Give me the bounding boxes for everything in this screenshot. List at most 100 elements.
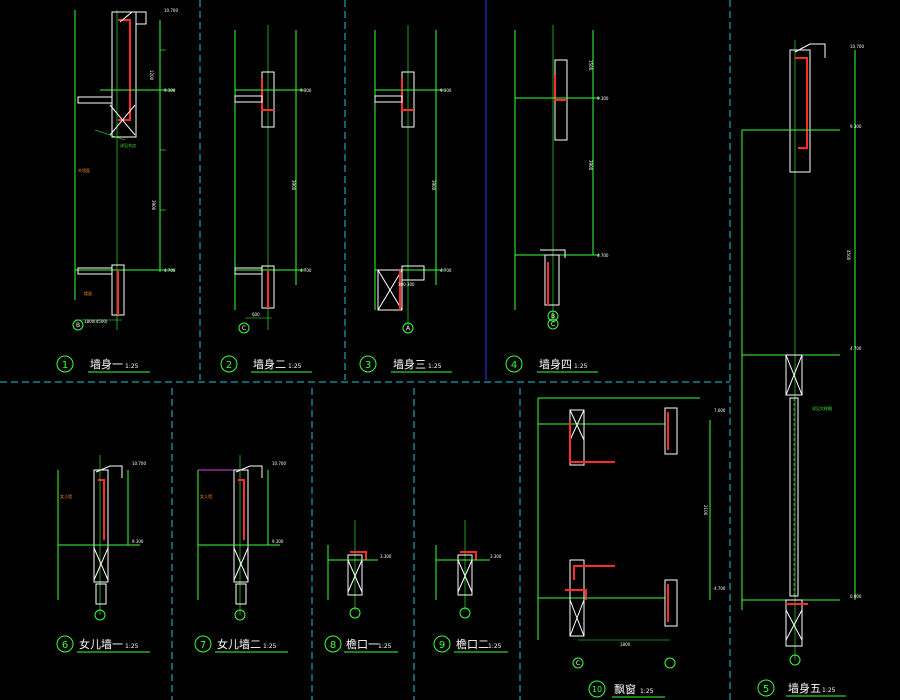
detail-2-scale: 1:25 <box>288 363 302 370</box>
detail-2-dim-side: 3900 <box>291 180 296 191</box>
detail-title-8: 8 檐口一 1:25 <box>324 635 398 653</box>
detail-7-grid-bubble <box>234 609 246 621</box>
detail-6-title: 女儿墙一 <box>79 637 123 651</box>
detail-6-elevation-bottom: 9.300 <box>132 539 144 544</box>
detail-1-dim-base: 1800(4500) <box>84 319 108 324</box>
detail-9-title: 檐口二 <box>456 637 489 651</box>
detail-4-scale: 1:25 <box>574 363 588 370</box>
detail-6-number: 6 <box>62 640 68 651</box>
detail-title-5: 5 墙身五 1:25 <box>757 679 846 697</box>
detail-4-dim-mid: 1500 <box>588 60 593 71</box>
detail-5-scale: 1:25 <box>822 687 836 694</box>
detail-5-elevation-b: 9.300 <box>850 124 862 129</box>
detail-1-dim-mid: 3900 <box>151 200 156 211</box>
detail-2-drawing <box>234 25 305 330</box>
detail-5-dim-side: 4500 <box>846 250 851 261</box>
detail-8-drawing <box>327 520 378 610</box>
detail-3-dim-base: 300 300 <box>398 282 415 287</box>
detail-title-4: 4 墙身四 1:25 <box>505 355 598 373</box>
detail-2-title: 墙身二 <box>253 357 286 371</box>
detail-1-grid-label: B <box>76 322 80 329</box>
detail-title-9: 9 檐口二 1:25 <box>433 635 508 653</box>
detail-5-elevation-d: 0.000 <box>850 594 862 599</box>
detail-2-elevation-bottom: 4.700 <box>300 268 312 273</box>
detail-7-note: 女儿墙 <box>200 493 212 499</box>
detail-title-10: 10 飘窗 1:25 <box>588 680 665 698</box>
detail-1-wall-note: 外墙面 <box>78 167 90 173</box>
detail-3-elevation-mid: 9.300 <box>440 88 452 93</box>
detail-10-grid-bubble: C <box>572 657 676 669</box>
detail-4-dim-side: 3900 <box>588 160 593 171</box>
detail-1-dim-side: 1200 <box>149 70 154 81</box>
detail-6-elevation-top: 10.700 <box>132 461 146 466</box>
detail-1-elevation-bottom: 4.700 <box>164 268 176 273</box>
detail-9-number: 9 <box>439 640 445 651</box>
detail-2-grid-label: C <box>242 325 246 332</box>
detail-title-6: 6 女儿墙一 1:25 <box>56 635 150 653</box>
detail-1-elevation-top: 10.700 <box>164 8 178 13</box>
detail-7-number: 7 <box>200 640 206 651</box>
detail-7-scale: 1:25 <box>263 643 277 650</box>
detail-7-elevation-top: 10.700 <box>272 461 286 466</box>
detail-6-note: 女儿墙 <box>60 493 72 499</box>
detail-7-title: 女儿墙二 <box>217 637 261 651</box>
detail-4-elevation-mid: 9.300 <box>597 96 609 101</box>
detail-4-title: 墙身四 <box>539 357 572 371</box>
detail-10-scale: 1:25 <box>640 688 654 695</box>
detail-1-number: 1 <box>62 360 68 371</box>
detail-2-number: 2 <box>226 360 232 371</box>
detail-1-floor-note: 楼面 <box>84 290 92 296</box>
detail-3-dim-side: 3900 <box>431 180 436 191</box>
sheet-separators <box>0 0 731 700</box>
detail-8-number: 8 <box>330 640 336 651</box>
detail-5-elevation-a: 10.700 <box>850 44 864 49</box>
detail-5-grid-bubble <box>789 654 801 666</box>
detail-4-grid-bubble: B C <box>547 310 559 330</box>
detail-4-number: 4 <box>511 360 517 371</box>
detail-5-title: 墙身五 <box>788 681 821 695</box>
detail-10-title: 飘窗 <box>614 682 636 696</box>
detail-6-grid-bubble <box>94 609 106 621</box>
detail-5-elevation-c: 4.700 <box>850 346 862 351</box>
detail-1-scale: 1:25 <box>125 363 139 370</box>
detail-1-note: 详见节点 <box>120 142 136 148</box>
detail-6-scale: 1:25 <box>125 643 139 650</box>
detail-5-note: 详见大样图 <box>812 405 832 411</box>
detail-title-3: 3 墙身三 1:25 <box>359 355 452 373</box>
detail-5-number: 5 <box>763 684 769 695</box>
detail-10-drawing <box>537 397 711 641</box>
detail-7-elevation-bottom: 9.300 <box>272 539 284 544</box>
detail-6-drawing <box>57 455 140 615</box>
detail-10-grid-label: C <box>576 660 580 667</box>
detail-title-2: 2 墙身二 1:25 <box>220 355 312 373</box>
detail-10-elevation-a: 7.600 <box>714 408 726 413</box>
detail-1-drawing <box>74 10 175 330</box>
detail-title-1: 1 墙身一 1:25 <box>56 355 150 373</box>
detail-9-drawing <box>435 520 490 610</box>
detail-4-elevation-bottom: 4.700 <box>597 253 609 258</box>
detail-8-title: 檐口一 <box>346 637 379 651</box>
detail-10-dim-height: 2100 <box>703 505 708 516</box>
detail-3-number: 3 <box>365 360 371 371</box>
detail-4-grid-label: B <box>551 313 555 320</box>
detail-1-elevation-mid: 9.300 <box>164 88 176 93</box>
detail-7-drawing <box>197 455 280 615</box>
detail-8-scale: 1:25 <box>378 643 392 650</box>
detail-9-elevation: 3.300 <box>490 554 502 559</box>
detail-1-grid-bubble: B <box>72 319 84 331</box>
detail-title-7: 7 女儿墙二 1:25 <box>194 635 288 653</box>
detail-4-grid-label-2: C <box>551 321 555 328</box>
detail-2-dim-base: 600 <box>252 312 260 317</box>
detail-5-drawing <box>741 40 856 660</box>
detail-10-dim-base: 1800 <box>620 642 631 647</box>
detail-8-elevation: 3.300 <box>380 554 392 559</box>
detail-1-title: 墙身一 <box>90 357 123 371</box>
detail-2-elevation-mid: 9.300 <box>300 88 312 93</box>
detail-8-grid-bubble <box>349 607 361 619</box>
detail-10-number: 10 <box>592 685 602 694</box>
detail-3-grid-bubble: A <box>402 322 414 334</box>
detail-3-scale: 1:25 <box>428 363 442 370</box>
detail-9-grid-bubble <box>459 607 471 619</box>
detail-3-drawing <box>374 25 445 325</box>
